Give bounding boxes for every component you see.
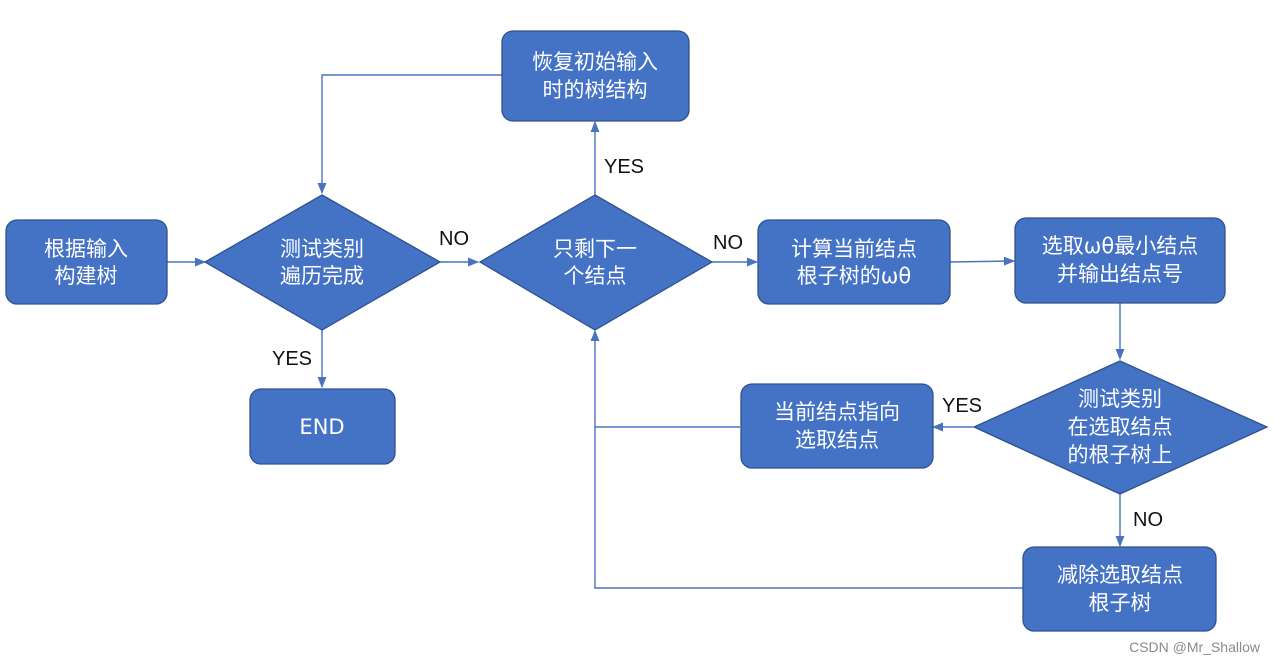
node-select-min-line-1: 选取ωθ最小结点: [1042, 234, 1198, 258]
node-calc-weight: 计算当前结点 根子树的ωθ: [757, 219, 951, 305]
node-in-subtree-line-1: 测试类别: [1078, 387, 1162, 411]
label-yes-subtree: YES: [942, 395, 982, 417]
node-one-left: 只剩下一 个结点: [478, 194, 714, 331]
node-restore-tree-line-1: 恢复初始输入: [532, 50, 658, 74]
node-end: END: [249, 388, 396, 465]
edge-labels: NO YES YES NO YES NO: [272, 156, 1163, 531]
edge-calc-to-select: [949, 256, 1016, 266]
node-point-to: 当前结点指向 选取结点: [740, 383, 934, 469]
edges: [167, 74, 1125, 589]
node-end-label: END: [299, 415, 344, 439]
label-no-subtree: NO: [1133, 509, 1163, 531]
label-no-oneleft: NO: [713, 232, 743, 254]
label-yes-oneleft: YES: [604, 156, 644, 178]
node-in-subtree-line-2: 在选取结点: [1068, 415, 1173, 439]
node-build-tree-line-1: 根据输入: [44, 237, 128, 261]
node-traversal-done-line-1: 测试类别: [280, 237, 364, 261]
node-remove-subtree-line-2: 根子树: [1089, 591, 1152, 615]
node-remove-subtree-line-1: 减除选取结点: [1057, 563, 1183, 587]
node-restore-tree: 恢复初始输入 时的树结构: [501, 30, 690, 122]
node-in-subtree: 测试类别 在选取结点 的根子树上: [972, 360, 1269, 495]
label-no-done: NO: [439, 228, 469, 250]
node-calc-weight-line-2: 根子树的ωθ: [797, 264, 911, 288]
node-point-to-line-1: 当前结点指向: [774, 400, 900, 424]
node-build-tree: 根据输入 构建树: [5, 219, 168, 305]
node-in-subtree-line-3: 的根子树上: [1068, 443, 1173, 467]
node-select-min: 选取ωθ最小结点 并输出结点号: [1014, 217, 1226, 304]
edge-remove-to-oneleft: [590, 329, 1023, 589]
node-build-tree-line-2: 构建树: [55, 264, 118, 288]
node-remove-subtree: 减除选取结点 根子树: [1022, 546, 1217, 632]
node-traversal-done: 测试类别 遍历完成: [203, 194, 442, 331]
node-one-left-line-1: 只剩下一: [553, 237, 637, 261]
node-select-min-line-2: 并输出结点号: [1057, 262, 1183, 286]
label-yes-done: YES: [272, 348, 312, 370]
watermark: CSDN @Mr_Shallow: [1129, 639, 1261, 655]
node-point-to-line-2: 选取结点: [795, 428, 879, 452]
node-calc-weight-line-1: 计算当前结点: [791, 237, 917, 261]
node-one-left-line-2: 个结点: [564, 264, 627, 288]
node-restore-tree-line-2: 时的树结构: [543, 78, 648, 102]
node-traversal-done-line-2: 遍历完成: [280, 264, 364, 288]
edge-restore-to-done: [317, 74, 502, 195]
